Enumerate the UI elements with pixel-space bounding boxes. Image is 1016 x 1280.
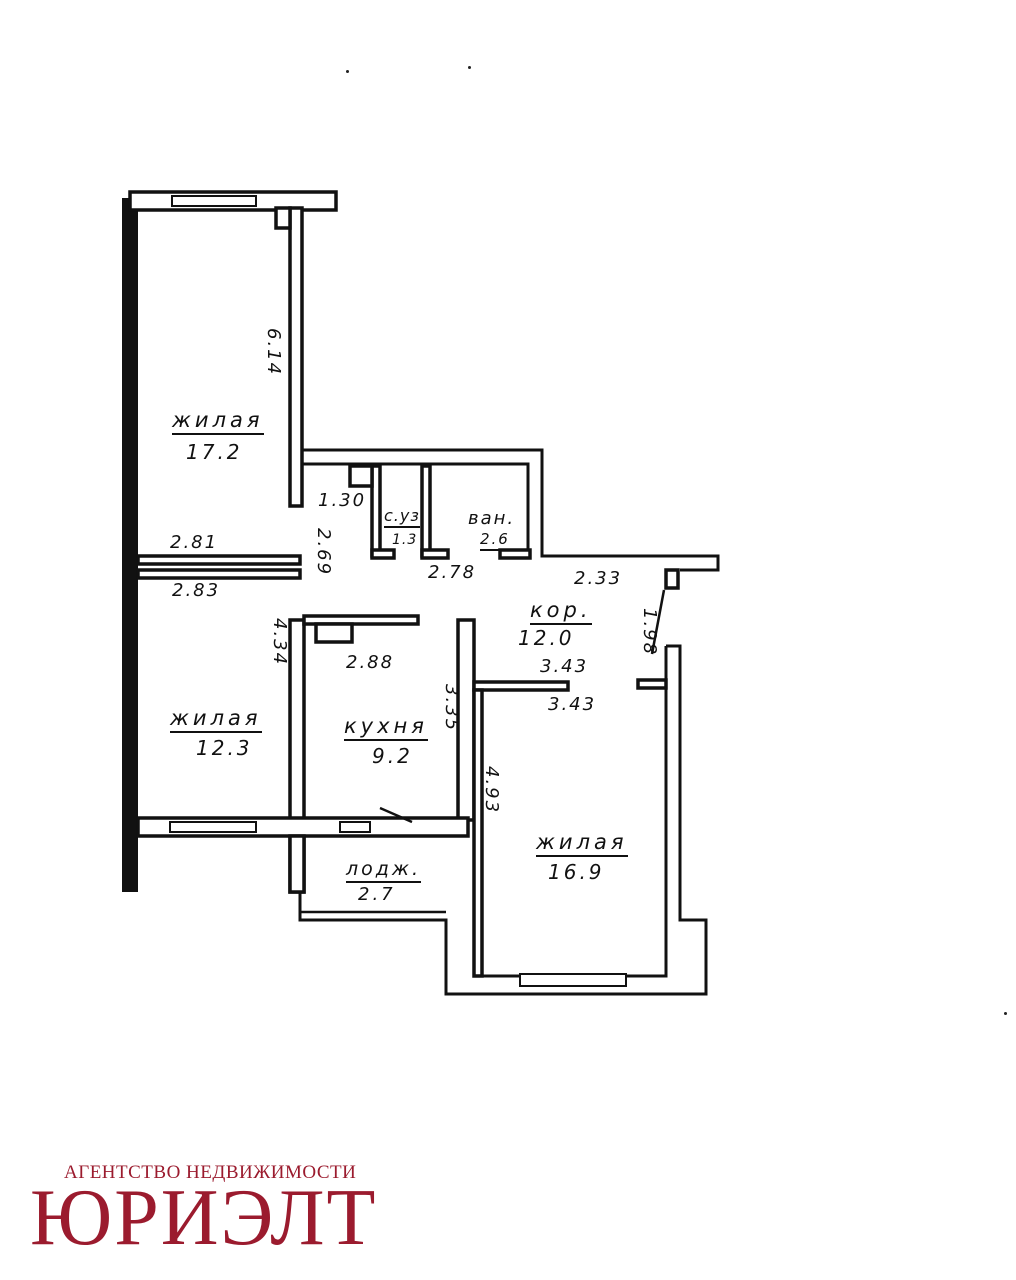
dim-2-88: 2.88 xyxy=(346,652,395,673)
wall-wc-right xyxy=(420,464,432,558)
dim-4-93: 4.93 xyxy=(481,766,502,815)
wall-corridor-stub-right xyxy=(636,678,668,690)
speck xyxy=(346,70,349,73)
dim-2-81: 2.81 xyxy=(170,532,219,553)
room-kitchen-area: 9.2 xyxy=(372,744,413,768)
room-living-top-label: жилая xyxy=(172,408,264,435)
wall-right-room-outer xyxy=(298,644,708,996)
dim-2-69: 2.69 xyxy=(313,528,334,577)
room-loggia-label: лодж. xyxy=(346,858,422,883)
room-bath-area: 2.6 xyxy=(480,530,510,551)
wall-wc-bottom-r xyxy=(420,548,450,560)
outer-wall-left xyxy=(122,198,138,892)
room-living-left-area: 12.3 xyxy=(196,736,253,760)
brand-subtitle: АГЕНТСТВО НЕДВИЖИМОСТИ xyxy=(64,1162,357,1183)
wall-corridor-partition xyxy=(472,680,570,692)
room-wc-area: 1.3 xyxy=(392,532,418,548)
speck xyxy=(1004,1012,1007,1015)
dim-2-83: 2.83 xyxy=(172,580,221,601)
room-loggia-area: 2.7 xyxy=(358,884,396,905)
wall-kitchen-niche xyxy=(314,622,354,644)
dim-2-78: 2.78 xyxy=(428,562,477,583)
dim-3-43-bottom: 3.43 xyxy=(548,694,597,715)
room-living-right-area: 16.9 xyxy=(548,860,605,884)
wall-bath-block-inner xyxy=(302,462,530,556)
dim-3-43-top: 3.43 xyxy=(540,656,589,677)
dim-2-33: 2.33 xyxy=(574,568,623,589)
window-left-bottom xyxy=(169,821,257,833)
wall-top-room-right xyxy=(288,206,304,508)
brand-logo-text: ЮРИЭЛТ xyxy=(30,1174,378,1262)
wall-partition-lower xyxy=(136,568,302,580)
door-entry-swing xyxy=(650,589,666,655)
dim-3-35: 3.35 xyxy=(441,684,462,733)
dim-1-98: 1.98 xyxy=(639,608,660,657)
dim-4-34: 4.34 xyxy=(269,618,290,667)
dim-1-30: 1.30 xyxy=(318,490,367,511)
room-living-top-area: 17.2 xyxy=(186,440,243,464)
room-wc-label: с.уз xyxy=(384,506,420,528)
door-kitchen-swing xyxy=(379,806,413,824)
window-top xyxy=(171,195,257,207)
wall-loggia-post xyxy=(288,834,306,894)
room-corridor-area: 12.0 xyxy=(518,626,575,650)
room-kitchen-label: кухня xyxy=(344,714,428,741)
wall-kitchen-top xyxy=(302,614,420,626)
wall-bath-bottom xyxy=(498,548,532,560)
window-kitchen-bottom xyxy=(339,821,371,833)
window-right-bottom xyxy=(519,973,627,987)
room-bath-label: ван. xyxy=(468,508,516,529)
wall-corridor-post xyxy=(664,568,680,590)
wall-right-room-left xyxy=(472,688,484,978)
room-living-right-label: жилая xyxy=(536,830,628,857)
wall-bath-block xyxy=(302,448,720,572)
wall-wc-bottom-l xyxy=(370,548,396,560)
room-living-left-label: жилая xyxy=(170,706,262,733)
wall-wc-stub xyxy=(348,464,374,488)
speck xyxy=(468,66,471,69)
dim-6-14: 6.14 xyxy=(263,328,284,377)
room-corridor-label: кор. xyxy=(530,598,592,625)
wall-partition-upper xyxy=(136,554,302,566)
wall-stub-top xyxy=(274,206,292,230)
